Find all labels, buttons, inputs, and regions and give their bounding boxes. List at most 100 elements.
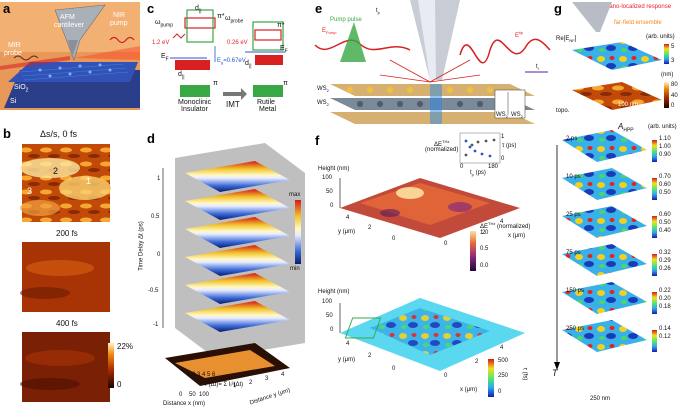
g-T: T: [552, 368, 558, 378]
g-frame-time: 250 ps: [566, 326, 585, 332]
g-frame-time: 2 ps: [566, 136, 578, 142]
region-2: 2: [53, 166, 59, 176]
panel-e: e Pump pulse EPump tp Etip WS2 WS2 WS2 W…: [310, 0, 551, 130]
f-inset-yt1: 1: [501, 134, 505, 140]
f-cb2-label: τ (fs): [521, 367, 528, 381]
c-rut-1: Rutile: [257, 99, 275, 106]
d-ylabel: Time Delay Δt (ps): [138, 221, 145, 271]
g-frame-c3: 0.18: [659, 304, 671, 310]
f-y2-2: 2: [368, 353, 372, 359]
panel-d: d Time Delay Δt (ps) 1 0.5 0 -0.5 -1 max…: [139, 128, 310, 409]
b-scale-min: 0: [117, 380, 122, 389]
d-xlabel: Distance x (nm): [163, 401, 206, 407]
sio2-label: SiO2: [14, 84, 29, 94]
f-cb1-min: 0.0: [480, 263, 489, 269]
d-nums: 1 2 3 4 5 6: [187, 372, 216, 378]
e-ws2-b: WS2: [317, 100, 329, 108]
band-diagram: [170, 9, 285, 100]
c-rut-2: Metal: [259, 106, 277, 113]
f-inset-x2: 180: [488, 164, 499, 170]
f-y2: 2: [368, 225, 372, 231]
d-ytick-1: 1: [157, 176, 161, 182]
g-frame-time: 75 ps: [566, 250, 581, 256]
g-nano: nano-localized response: [606, 4, 672, 10]
nir-label-line1: NIR: [113, 12, 126, 19]
g-frame-c3: 0.26: [659, 266, 671, 272]
f-x0: 0: [444, 241, 448, 247]
d-xtick-50: 50: [189, 392, 196, 398]
g-topo: topo.: [556, 108, 570, 114]
panel-label-e: e: [315, 1, 323, 16]
g-frame-c2: 0.50: [659, 220, 671, 226]
panel-label-b: b: [3, 126, 11, 141]
b-scale-max: 22%: [117, 342, 134, 351]
f-ylab2: y (μm): [338, 357, 356, 363]
f-cb1-max: 1.0: [480, 230, 489, 236]
c-mono-1: Monoclinic: [178, 99, 212, 106]
d-ytick-m05: -0.5: [148, 288, 159, 294]
c-imt: IMT: [226, 100, 240, 109]
f-h2-50: 50: [326, 313, 333, 319]
d-ytick-05: 0.5: [151, 214, 160, 220]
e-epump: EPump: [322, 28, 337, 36]
f-h2-0: 0: [330, 327, 334, 333]
afm-label-line1: AFM: [60, 14, 75, 21]
c-pi-1: π: [213, 80, 218, 87]
d-cb-min: min: [290, 266, 300, 272]
e-ws2-d: WS2: [511, 112, 523, 120]
f-cb1-mid: 0.5: [480, 246, 489, 252]
f-inset-xl: tp (ps): [470, 170, 486, 178]
g-s100: 100 nm: [618, 102, 639, 108]
f-cb2-0: 0: [498, 389, 502, 395]
g-ahpp: AHPP: [618, 122, 634, 134]
panel-a: a AFM cantilever NIR pump MIR probe SiO2…: [0, 0, 142, 112]
f-inset-x1: 0: [460, 164, 464, 170]
g-frame-c1: 1.10: [659, 136, 671, 142]
e-illustration: [314, 0, 551, 124]
d-ytick-m1: -1: [153, 322, 159, 328]
panel-label-a: a: [3, 1, 11, 16]
g-au: (arb. units): [646, 34, 675, 40]
g-s5: 5: [671, 44, 675, 50]
g-maps: [554, 2, 669, 370]
d-ytick2-4: 4: [281, 372, 285, 378]
g-frame-c1: 0.22: [659, 288, 671, 294]
f-inset-y: ΔETHz: [434, 139, 450, 148]
g-nm: (nm): [661, 72, 674, 78]
e-ethz: Etip: [515, 30, 524, 39]
f-x4: 4: [500, 219, 504, 225]
f-x2-2: 2: [475, 359, 479, 365]
g-frame-c2: 0.60: [659, 182, 671, 188]
c-pi-star-1: π*: [217, 13, 225, 20]
d-ytick2-1: 1: [233, 383, 237, 389]
g-frame-c2: 0.20: [659, 296, 671, 302]
panel-c: c d|| π* ωpump 1.2 eV EF Eg=0.67eV d|| ω…: [145, 0, 290, 113]
d-xtick-0: 0: [179, 392, 183, 398]
f-x2-4: 4: [500, 345, 504, 351]
panel-label-f: f: [315, 133, 320, 148]
panel-label-c: c: [147, 1, 155, 16]
f-y2-4: 4: [346, 341, 350, 347]
f-h2-100: 100: [322, 299, 333, 305]
b-time-400: 400 fs: [56, 319, 78, 328]
c-d-label-3: d||: [245, 60, 252, 70]
si-label: Si: [10, 98, 17, 105]
c-ev-1: 1.2 eV: [152, 40, 170, 46]
panel-b: b Δs/s, 0 fs 1 2 3 200 fs 400 fs 22% 0: [0, 118, 142, 409]
g-n80: 80: [671, 82, 678, 88]
g-frame-c3: 0.40: [659, 228, 671, 234]
region-3: 3: [27, 186, 33, 196]
g-frame-c1: 0.32: [659, 250, 671, 256]
nir-label-line2: pump: [110, 20, 128, 27]
g-frame-time: 150 ps: [566, 288, 585, 294]
c-d-label-1: d||: [195, 5, 202, 15]
e-t-arrow: tr: [536, 64, 540, 72]
afm-illustration: [0, 2, 140, 110]
f-x2: 2: [482, 230, 486, 236]
f-h100: 100: [322, 175, 333, 181]
e-pump-pulse: Pump pulse: [330, 17, 362, 23]
g-frame-c2: 1.00: [659, 144, 671, 150]
g-scale: 250 nm: [590, 396, 611, 402]
f-ylab: y (μm): [338, 229, 356, 235]
region-1: 1: [86, 176, 92, 186]
